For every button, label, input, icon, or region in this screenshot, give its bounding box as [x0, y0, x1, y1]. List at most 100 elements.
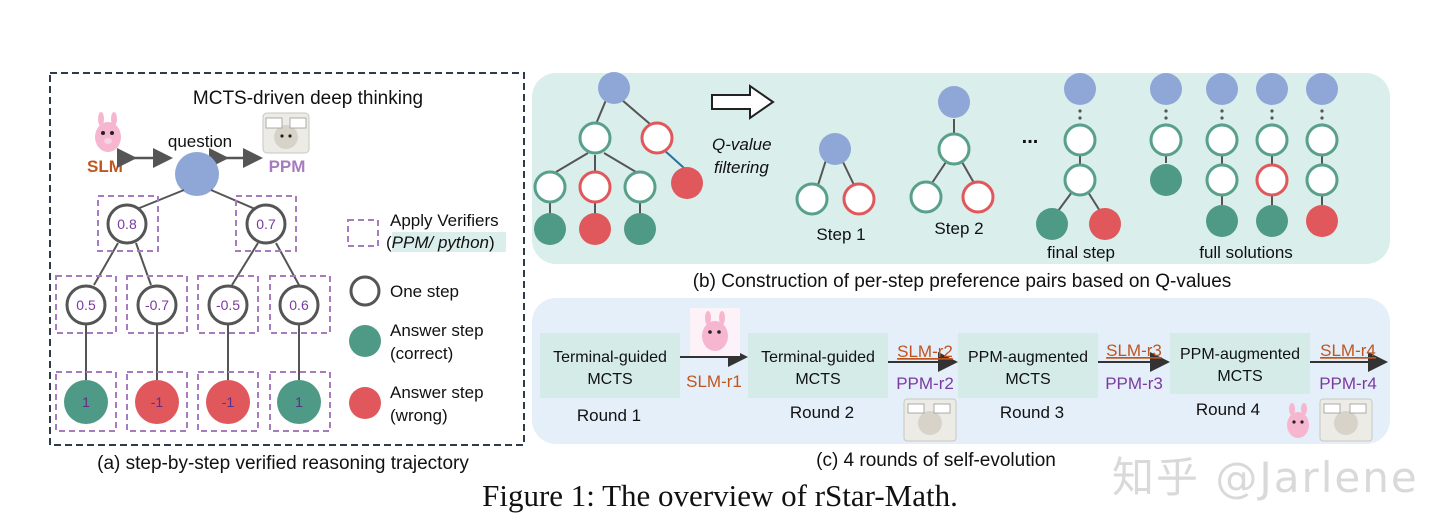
round2-box-line2: MCTS: [795, 371, 840, 388]
question-label: question: [168, 132, 232, 151]
step-node: [623, 170, 657, 204]
verifier-boxes: [55, 195, 331, 432]
step-node: [245, 203, 287, 245]
figure-caption: Figure 1: The overview of rStar-Math.: [482, 478, 958, 513]
step-node: [106, 203, 148, 245]
slm-r1-label: SLM-r1: [686, 372, 742, 391]
final-step-label: final step: [1047, 243, 1115, 262]
round1-label: Round 1: [577, 406, 641, 425]
panel-a-caption: (a) step-by-step verified reasoning traj…: [97, 453, 469, 474]
round3-box-line2: MCTS: [1005, 371, 1050, 388]
question-node: [819, 133, 851, 165]
panel-c-caption: (c) 4 rounds of self-evolution: [816, 450, 1056, 471]
filtering-label-2: filtering: [714, 158, 769, 177]
node-value: -1: [151, 394, 164, 410]
ppm-r3-label: PPM-r3: [1105, 374, 1163, 393]
round1-box-line1: Terminal-guided: [553, 349, 667, 366]
node-value: -0.5: [216, 297, 240, 313]
panel-b-tree-edges: [549, 99, 651, 214]
legend-wrong-sub: (wrong): [390, 406, 448, 425]
round4-box: [1170, 333, 1310, 394]
node-value: -0.7: [145, 297, 169, 313]
panel-b-caption: (b) Construction of per-step preference …: [693, 271, 1232, 292]
round1-box-line2: MCTS: [587, 371, 632, 388]
panel-b: Q-value filtering Step 1 Step 2 ... fina…: [532, 72, 1390, 292]
panel-b-background: [532, 73, 1390, 264]
full-solution-chain-2: [1205, 73, 1239, 237]
answer-node-wrong: [135, 380, 179, 424]
step-node-wrong: [640, 121, 674, 155]
answer-node-correct: [534, 213, 566, 245]
slm-r3-label: SLM-r3: [1106, 341, 1162, 360]
node-value: 1: [82, 394, 90, 410]
step-node: [1063, 123, 1097, 157]
round4-box-line2: MCTS: [1217, 368, 1262, 385]
answer-node-wrong: [671, 167, 703, 199]
legend-wrong-swatch: [349, 387, 381, 419]
legend-verifier-detail: (PPM/ python): [386, 233, 495, 252]
full-solution-chain-1: [1149, 73, 1183, 196]
node-value: 0.8: [117, 216, 137, 232]
round2-box-line1: Terminal-guided: [761, 349, 875, 366]
step-node: [937, 132, 971, 166]
question-node: [1064, 73, 1096, 105]
slm-r2-label: SLM-r2: [897, 342, 953, 361]
answer-node-wrong: [579, 213, 611, 245]
round1-box: [540, 333, 680, 398]
ppm-r4-label: PPM-r4: [1319, 374, 1377, 393]
ellipsis: ...: [1022, 126, 1039, 148]
ppm-r2-label: PPM-r2: [896, 374, 954, 393]
round3-box: [958, 333, 1098, 398]
slm-r4-label: SLM-r4: [1320, 341, 1376, 360]
question-node: [175, 152, 219, 196]
step-node: [278, 284, 320, 326]
slm-label: SLM: [87, 157, 123, 176]
watermark: 知乎 @Jarlene: [1112, 453, 1419, 502]
node-value: -1: [222, 394, 235, 410]
step-node-wrong: [842, 182, 876, 216]
round4-label: Round 4: [1196, 400, 1260, 419]
step-node: [578, 121, 612, 155]
step-node-wrong: [578, 170, 612, 204]
node-value: 0.5: [76, 297, 96, 313]
ppm-label: PPM: [269, 157, 306, 176]
round3-label: Round 3: [1000, 403, 1064, 422]
round4-box-line1: PPM-augmented: [1180, 346, 1300, 363]
legend-wrong-label: Answer step: [390, 383, 484, 402]
node-value: 0.7: [256, 216, 276, 232]
legend-correct-sub: (correct): [390, 344, 453, 363]
panel-a-title: MCTS-driven deep thinking: [193, 88, 423, 109]
legend-correct-swatch: [349, 325, 381, 357]
legend-verifier-highlight: [392, 232, 506, 252]
question-node: [598, 72, 630, 104]
legend-one-step-swatch: [349, 275, 381, 307]
ppm-llama-icon: [903, 398, 957, 442]
answer-node-correct: [64, 380, 108, 424]
step-node: [136, 284, 178, 326]
node-value: 0.6: [289, 297, 309, 313]
full-solution-chain-4: [1305, 73, 1339, 237]
ppm-llama-icon: [262, 112, 310, 154]
step2-label: Step 2: [934, 219, 983, 238]
step-node: [207, 284, 249, 326]
answer-node-correct: [277, 380, 321, 424]
full-solutions-label: full solutions: [1199, 243, 1293, 262]
full-solution-chain-3: [1255, 73, 1289, 237]
answer-node-correct: [624, 213, 656, 245]
node-value: 1: [295, 394, 303, 410]
slm-llama-icon: [95, 112, 121, 152]
step-node: [795, 182, 829, 216]
filtering-label-1: Q-value: [712, 135, 772, 154]
legend-correct-label: Answer step: [390, 321, 484, 340]
answer-node-wrong: [206, 380, 250, 424]
step-node: [65, 284, 107, 326]
step-node: [1063, 163, 1097, 197]
round2-label: Round 2: [790, 403, 854, 422]
round3-box-line1: PPM-augmented: [968, 349, 1088, 366]
answer-node-wrong: [1089, 208, 1121, 240]
slm-llama-icon: [690, 308, 740, 356]
legend-verifier-label: Apply Verifiers: [390, 211, 499, 230]
panel-c: Terminal-guided MCTS Round 1 Terminal-gu…: [532, 298, 1390, 471]
step-node: [533, 170, 567, 204]
filtering-arrow: [711, 84, 775, 120]
